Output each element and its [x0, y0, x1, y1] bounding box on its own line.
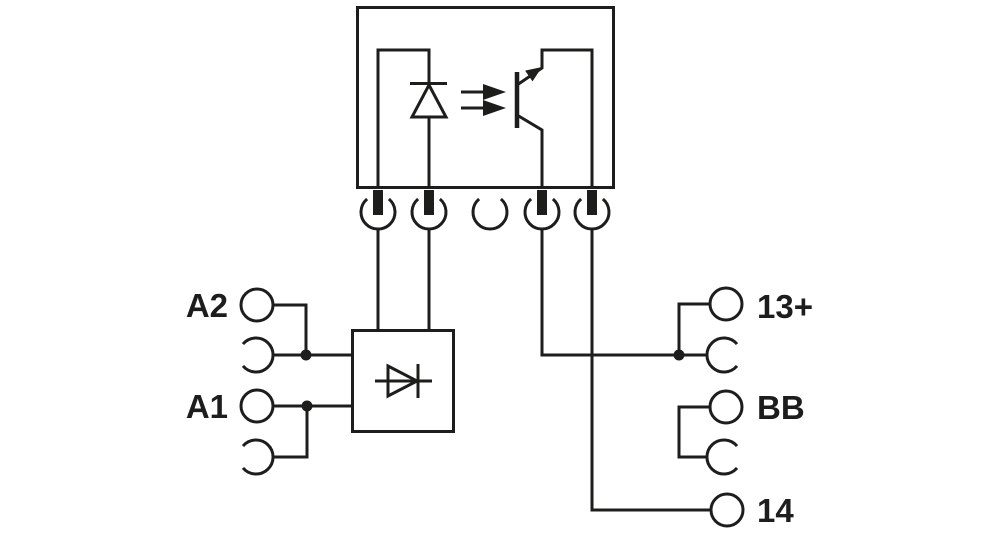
phototransistor-icon [514, 48, 594, 188]
led-triangle [409, 81, 449, 119]
socket-contact-1 [359, 197, 397, 231]
terminal-group-13 [542, 286, 744, 374]
socket-contact-3 [523, 197, 561, 231]
led-icon [376, 48, 449, 188]
terminal-label-13: 13+ [757, 288, 813, 325]
terminal-arc-a2 [241, 336, 275, 374]
terminal-group-a1 [239, 388, 352, 476]
terminal-arc-a1 [241, 438, 275, 476]
light-arrows-icon [461, 84, 506, 116]
plug-pin-4 [587, 190, 597, 215]
terminal-arc-13 [705, 336, 739, 374]
led-cathode-wire [376, 48, 431, 188]
terminal-circle-a1 [239, 388, 275, 424]
terminal-label-14: 14 [757, 492, 794, 529]
light-arrow-head-1 [483, 84, 506, 100]
optocoupler-outline [356, 6, 615, 189]
terminal-group-bb [677, 389, 744, 476]
terminal-label-bb: BB [757, 389, 805, 426]
plug-pin-3 [537, 190, 547, 215]
wire-a1-arc [273, 406, 309, 459]
protection-diode-box [351, 329, 455, 433]
socket-contact-unused [471, 197, 509, 231]
plug-contacts-row [359, 190, 611, 512]
terminal-group-a2 [239, 287, 352, 374]
terminal-circle-13 [708, 286, 744, 322]
junction-dot-a2 [300, 349, 312, 361]
diode-box-outline [351, 329, 455, 433]
wire-13-circle [677, 302, 710, 355]
junction-dot-13 [673, 349, 685, 361]
transistor-arrow-head [525, 67, 542, 82]
junction-dot-a1 [301, 400, 313, 412]
terminal-group-14 [592, 492, 745, 528]
diode-triangle [386, 363, 421, 399]
terminal-circle-bb [708, 389, 744, 425]
terminal-label-a1: A1 [186, 388, 228, 425]
transistor-lower-branch [516, 113, 544, 188]
wire-a2-circle [273, 303, 308, 355]
terminal-label-a2: A2 [186, 287, 228, 324]
diode-icon [375, 363, 432, 399]
light-arrow-head-2 [483, 100, 506, 116]
plug-pin-1 [373, 190, 383, 215]
socket-contact-2 [410, 197, 448, 231]
socket-contact-4 [573, 197, 611, 231]
plug-pin-2 [424, 190, 434, 215]
terminal-arc-bb [705, 438, 739, 476]
wire-bb-bridge [677, 405, 710, 459]
terminal-circle-a2 [239, 287, 275, 323]
optocoupler-box [356, 6, 615, 189]
terminal-circle-14 [709, 492, 745, 528]
